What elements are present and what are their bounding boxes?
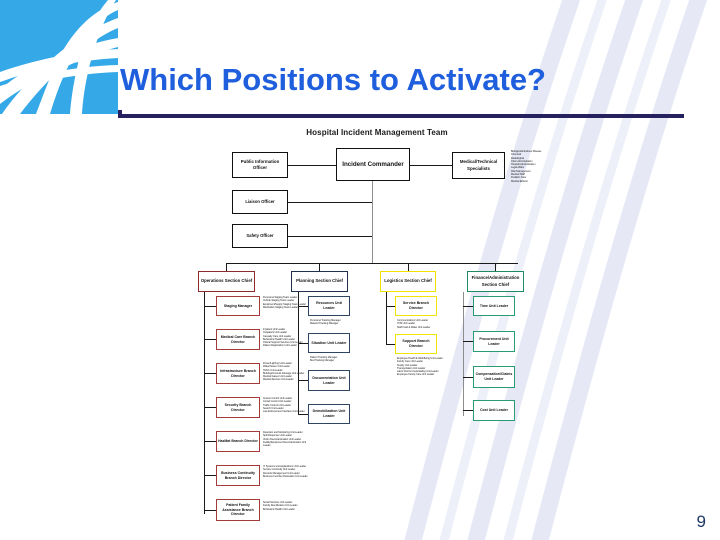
operations-unit-5-details: IT Systems and Applications Unit Leader … xyxy=(263,465,308,478)
box-public-information-officer[interactable]: Public Information Officer xyxy=(232,152,288,178)
operations-tick-6 xyxy=(204,510,216,511)
planning-unit-1-details: Patient Tracking Manager Bed Tracking Ma… xyxy=(310,356,338,363)
drop-operations xyxy=(226,263,227,271)
connector-liaison xyxy=(288,202,372,203)
box-operations-unit-1[interactable]: Medical Care Branch Director xyxy=(216,329,260,350)
connector-safety xyxy=(288,236,372,237)
operations-tick-0 xyxy=(204,306,216,307)
box-planning-unit-2[interactable]: Documentation Unit Leader xyxy=(308,370,350,391)
box-operations-unit-3[interactable]: Security Branch Director xyxy=(216,397,260,418)
drop-logistics xyxy=(408,263,409,271)
box-operations-unit-6[interactable]: Patient Family Assistance Branch Directo… xyxy=(216,499,260,521)
logistics-unit-0-details: Communications Unit Leader IT/IS Unit Le… xyxy=(397,319,431,329)
box-logistics-unit-0[interactable]: Service Branch Director xyxy=(395,296,437,316)
box-medical-technical-specialists[interactable]: Medical/Technical Specialists xyxy=(452,152,505,179)
box-planning-unit-1[interactable]: Situation Unit Leader xyxy=(308,333,350,353)
box-operations-unit-2[interactable]: Infrastructure Branch Director xyxy=(216,363,260,384)
connector-ic-stem xyxy=(372,181,373,263)
box-finance-section-chief[interactable]: Finance/Administration Section Chief xyxy=(467,271,524,292)
chart-title: Hospital Incident Management Team xyxy=(306,128,448,137)
connector-pio-ic xyxy=(288,165,336,166)
box-liaison-officer[interactable]: Liaison Officer xyxy=(232,190,288,214)
operations-tick-3 xyxy=(204,407,216,408)
logistics-unit-1-details: Employee Health & Well-Being Unit Leader… xyxy=(397,357,443,377)
operations-tick-5 xyxy=(204,475,216,476)
finance-tick-0 xyxy=(463,306,473,307)
box-logistics-section-chief[interactable]: Logistics Section Chief xyxy=(380,271,436,292)
drop-planning xyxy=(319,263,320,271)
finance-spine xyxy=(463,292,464,416)
box-operations-section-chief[interactable]: Operations Section Chief xyxy=(198,271,255,292)
operations-unit-3-details: Access Control Unit Leader Crowd Control… xyxy=(263,397,305,414)
operations-tick-2 xyxy=(204,373,216,374)
box-operations-unit-5[interactable]: Business Continuity Branch Director xyxy=(216,465,260,486)
operations-unit-2-details: Power/Lighting Unit Leader Water/Sewer U… xyxy=(263,362,305,382)
box-incident-commander[interactable]: Incident Commander xyxy=(336,148,410,181)
planning-spine xyxy=(298,292,299,414)
operations-unit-4-details: Detection and Monitoring Unit Leader Spi… xyxy=(263,431,307,448)
connector-ic-mts xyxy=(410,165,452,166)
box-planning-unit-3[interactable]: Demobilization Unit Leader xyxy=(308,404,350,424)
operations-tick-4 xyxy=(204,441,216,442)
box-finance-unit-1[interactable]: Procurement Unit Leader xyxy=(473,331,515,352)
logistics-tick-0 xyxy=(386,306,395,307)
specialist-list: Biological/Infectious Disease Chemical R… xyxy=(511,150,542,183)
page-number: 9 xyxy=(696,512,706,531)
logistics-tick-1 xyxy=(386,344,395,345)
operations-spine xyxy=(204,292,205,514)
operations-tick-1 xyxy=(204,339,216,340)
planning-tick-3 xyxy=(298,414,308,415)
box-safety-officer[interactable]: Safety Officer xyxy=(232,224,288,248)
finance-tick-2 xyxy=(463,377,473,378)
operations-unit-6-details: Social Services Unit Leader Family Reuni… xyxy=(263,501,298,511)
page-title: Which Positions to Activate? xyxy=(120,62,546,97)
box-finance-unit-0[interactable]: Time Unit Leader xyxy=(473,296,515,316)
finance-tick-1 xyxy=(463,341,473,342)
operations-unit-1-details: Inpatient Unit Leader Outpatient Unit Le… xyxy=(263,328,303,348)
logistics-spine xyxy=(386,292,387,344)
box-finance-unit-3[interactable]: Cost Unit Leader xyxy=(473,400,515,421)
title-divider xyxy=(122,114,684,118)
planning-unit-0-details: Personnel Tracking Manager Materiel Trac… xyxy=(310,319,341,326)
drop-finance xyxy=(495,263,496,271)
box-operations-unit-4[interactable]: HazMat Branch Director xyxy=(216,431,260,452)
planning-tick-0 xyxy=(298,306,308,307)
box-planning-section-chief[interactable]: Planning Section Chief xyxy=(291,271,348,292)
section-chief-bus xyxy=(226,263,518,264)
planning-tick-1 xyxy=(298,343,308,344)
planning-tick-2 xyxy=(298,380,308,381)
brand-logo xyxy=(0,0,122,118)
finance-tick-3 xyxy=(463,410,473,411)
hospital-incident-management-team-chart: Hospital Incident Management Team Incide… xyxy=(186,128,558,528)
box-operations-unit-0[interactable]: Staging Manager xyxy=(216,296,260,316)
operations-unit-0-details: Personnel Staging Team Leader Vehicle St… xyxy=(263,296,306,309)
box-logistics-unit-1[interactable]: Support Branch Director xyxy=(395,334,437,354)
box-finance-unit-2[interactable]: Compensation/Claims Unit Leader xyxy=(473,366,515,388)
box-planning-unit-0[interactable]: Resources Unit Leader xyxy=(308,296,350,316)
title-area: Which Positions to Activate? xyxy=(120,56,700,116)
